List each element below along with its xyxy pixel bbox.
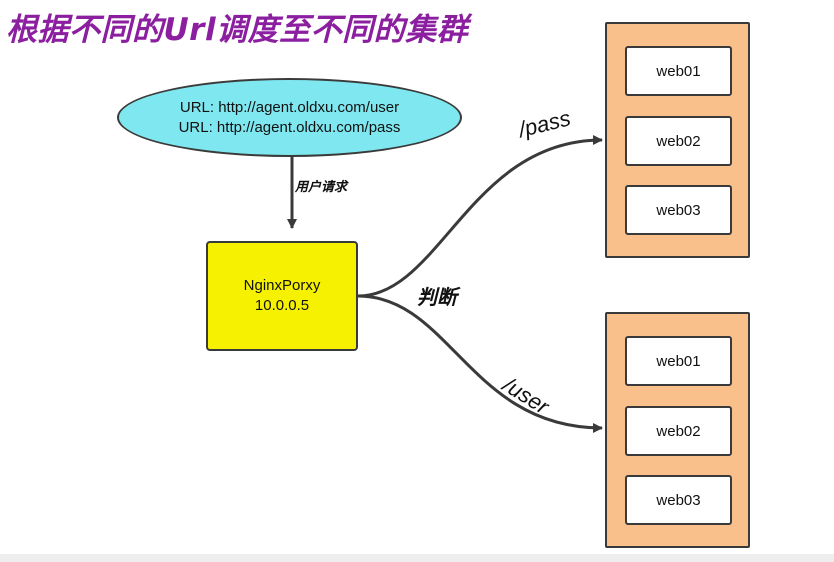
request-url-ellipse: URL: http://agent.oldxu.com/user URL: ht… xyxy=(117,78,462,157)
user-cluster-server: web03 xyxy=(625,475,732,525)
request-arrow-label: 用户请求 xyxy=(295,180,348,195)
pass-route-arrow xyxy=(357,135,603,298)
pass-cluster-server: web03 xyxy=(625,185,732,235)
nginx-proxy-node: NginxPorxy 10.0.0.5 xyxy=(206,241,358,351)
bottom-strip xyxy=(0,554,834,562)
diagram-title: 根据不同的Url调度至不同的集群 xyxy=(6,12,469,48)
proxy-ip: 10.0.0.5 xyxy=(254,297,310,314)
pass-cluster-server: web02 xyxy=(625,116,732,166)
user-route-arrow xyxy=(357,294,603,433)
user-cluster: web01 web02 web03 xyxy=(605,312,750,548)
request-url-pass: URL: http://agent.oldxu.com/pass xyxy=(178,118,401,136)
pass-cluster-server: web01 xyxy=(625,46,732,96)
user-cluster-server: web02 xyxy=(625,406,732,456)
request-url-user: URL: http://agent.oldxu.com/user xyxy=(179,98,400,116)
decision-label: 判断 xyxy=(417,285,457,309)
proxy-name: NginxPorxy xyxy=(243,277,321,294)
pass-cluster: web01 web02 web03 xyxy=(605,22,750,258)
user-cluster-server: web01 xyxy=(625,336,732,386)
